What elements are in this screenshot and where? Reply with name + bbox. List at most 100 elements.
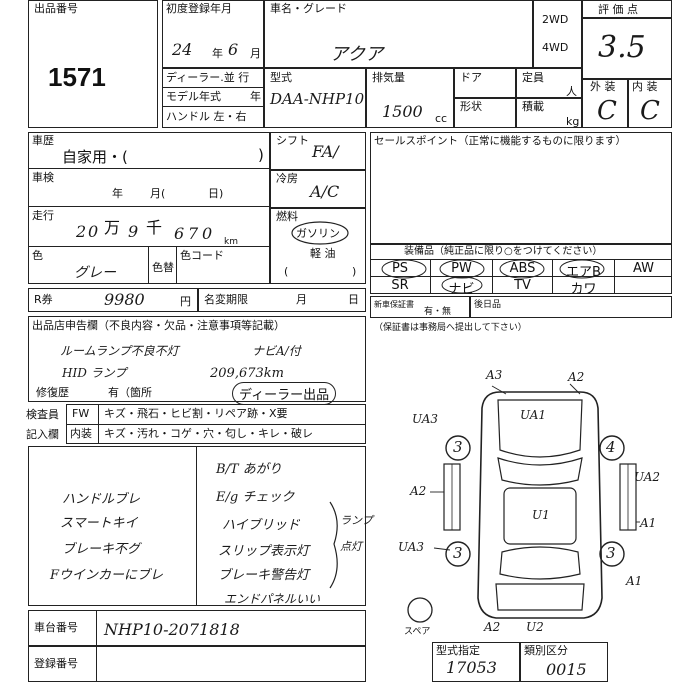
remark-6: エンドパネルいい [224, 592, 321, 606]
capacity-box [516, 68, 582, 98]
note-line2: ナビA/付 [252, 344, 301, 358]
registration-label: 登録番号 [34, 657, 78, 670]
equip-abs: ABS [509, 261, 536, 276]
equip-pw: PW [451, 261, 472, 276]
lamp-brace [329, 501, 338, 589]
dmg-ua3-left: UA3 [412, 412, 439, 426]
remark-2: E/g チェック [216, 490, 295, 505]
door-label: ドア [460, 71, 482, 84]
lamp-label: ランプ [340, 514, 373, 527]
warranty-have: 有・無 [424, 307, 452, 317]
mileage-d6: 0 [202, 224, 213, 243]
inspection-year-unit: 年 [112, 187, 123, 200]
car-diagram [430, 383, 640, 619]
dmg-ua3-bottom: UA3 [398, 540, 425, 554]
inspector-label2: 記入欄 [26, 428, 59, 441]
equipment-box [370, 244, 672, 294]
first-reg-box [162, 0, 264, 68]
name-change-label: 名変期限 [204, 293, 248, 306]
first-reg-month-unit: 月 [250, 47, 261, 60]
name-change-month: 月 [296, 293, 307, 306]
category-value: 0015 [546, 660, 587, 679]
sales-point-label: セールスポイント（正常に機能するものに限ります） [374, 135, 626, 147]
fuel-paren-open: ( [284, 265, 289, 278]
spare-tire [407, 597, 433, 623]
ac-value: A/C [310, 182, 340, 201]
interior-check-items: キズ・汚れ・コゲ・穴・匂し・キレ・破レ [104, 427, 313, 440]
mileage-d1: 2 [76, 222, 87, 241]
equip-airbag: エアB [566, 265, 601, 280]
tire-fl: 3 [453, 438, 463, 456]
remark-4: スリップ表示灯 [218, 544, 310, 559]
spare-label: スペア [404, 627, 431, 637]
model-year-unit: 年 [250, 90, 261, 103]
warranty-label: 新車保証書 [374, 300, 414, 309]
after-item-box [470, 296, 672, 318]
load-unit: kg [566, 115, 580, 128]
dealer-label: ディーラー.並 行 [166, 71, 250, 84]
mileage-km: km [224, 237, 238, 247]
repair-value: 有（箇所 [108, 386, 152, 399]
capacity-label: 定員 [522, 71, 544, 84]
remark-left-4: Fウインカーにブレ [50, 568, 164, 583]
recycle-box [28, 288, 198, 312]
remark-5: ブレーキ警告灯 [218, 568, 310, 583]
name-change-box [198, 288, 366, 312]
gasoline-circle [291, 221, 349, 245]
remark-left-3: ブレーキ不グ [62, 542, 141, 557]
equip-ps: PS [391, 261, 409, 276]
fuel-box [270, 208, 366, 284]
dmg-ua2-right: UA2 [634, 470, 661, 484]
lot-number-box [28, 0, 158, 128]
chassis-label: 車台番号 [34, 621, 78, 634]
dmg-a1-bottom: A1 [626, 574, 643, 588]
mileage-d4: 6 [174, 224, 185, 243]
lot-label: 出品番号 [34, 2, 78, 15]
fuel-label: 燃料 [276, 210, 298, 223]
dmg-a1-right: A1 [640, 516, 657, 530]
mileage-d3: 9 [128, 222, 139, 241]
dealer-stamp: ディーラー出品 [232, 382, 337, 405]
equipment-circles [381, 259, 605, 294]
interior-label: 内 装 [632, 80, 658, 93]
inspection-label: 車検 [32, 171, 54, 184]
chassis-value: NHP10-2071818 [104, 620, 240, 639]
dmg-a3-top: A3 [486, 368, 503, 382]
drive-4wd: 4WD [542, 41, 569, 54]
equip-sr: SR [391, 278, 409, 293]
shift-box [270, 132, 366, 170]
dmg-a2-left: A2 [410, 484, 427, 498]
equipment-title: 装備品（純正品に限り○をつけてください） [404, 246, 603, 257]
mileage-d2: 0 [88, 222, 99, 241]
exterior-grade: C [597, 96, 617, 126]
drive-2wd: 2WD [542, 13, 569, 26]
history-label: 車歴 [32, 134, 54, 147]
displacement-value: 1500 [382, 102, 423, 121]
sales-point-box [370, 132, 672, 244]
first-reg-month: 6 [228, 40, 239, 59]
remark-left-2: スマートキイ [60, 516, 138, 531]
fw-label: FW [72, 407, 90, 420]
first-reg-label: 初度登録年月 [166, 2, 232, 15]
ac-label: 冷房 [276, 172, 298, 185]
tire-rl: 3 [453, 544, 463, 562]
car-name-label: 車名・グレード [270, 2, 347, 15]
history-value: 自家用・( [62, 148, 128, 166]
shape-label: 形状 [460, 100, 482, 113]
inspector-label1: 検査員 [26, 408, 59, 421]
paint-change-label: 色替 [152, 261, 174, 274]
door-box [454, 68, 516, 98]
recycle-value: 9980 [104, 290, 145, 309]
color-label: 色 [32, 249, 43, 262]
vehicle-info-box [28, 132, 270, 284]
lot-number: 1571 [48, 62, 106, 92]
repair-label: 修復歴 [36, 386, 69, 399]
fuel-paren-close: ) [352, 265, 357, 278]
mileage-man: 万 [104, 218, 121, 237]
model-year-label: モデル年式 [166, 90, 221, 103]
notes-title: 出品店申告欄（不良内容・欠品・注意事項等記載） [32, 319, 285, 332]
score-label: 評 価 点 [598, 3, 638, 16]
equip-leather: カワ [570, 282, 597, 297]
category-box [520, 642, 608, 682]
recycle-label: R券 [34, 293, 53, 306]
